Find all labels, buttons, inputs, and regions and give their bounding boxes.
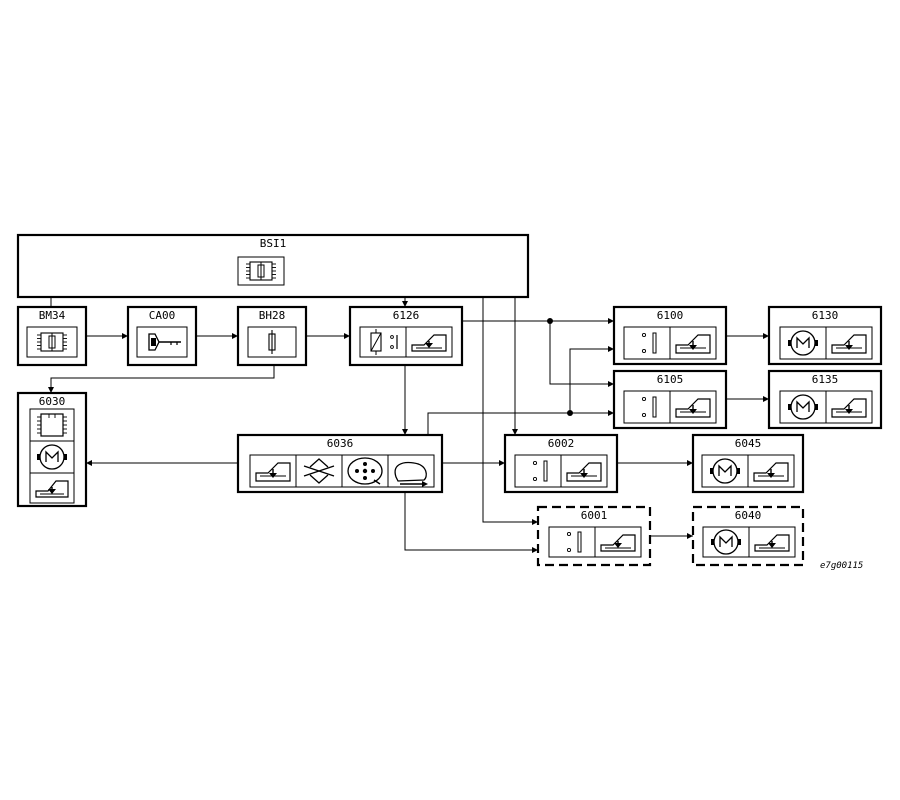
module-bsi1: BSI1 xyxy=(16,233,530,299)
fuse-icon xyxy=(247,326,297,358)
module-6036: 6036 xyxy=(236,433,444,494)
module-frame xyxy=(691,505,805,567)
window-actuator-icon xyxy=(669,326,717,360)
window-actuator-icon xyxy=(405,326,453,358)
wire-bsi1-to-m6001 xyxy=(482,297,538,525)
module-label: 6045 xyxy=(735,437,762,450)
window-actuator-icon xyxy=(669,390,717,424)
wire-m6036-to-m6001 xyxy=(404,492,538,553)
module-6130: 6130 xyxy=(767,305,883,366)
module-ca00: CA00 xyxy=(126,305,198,367)
module-6100: 6100 xyxy=(612,305,728,366)
module-frame xyxy=(16,233,530,299)
window-actuator-icon xyxy=(747,454,795,488)
window-actuator-icon xyxy=(29,472,75,504)
module-label: 6126 xyxy=(393,309,420,322)
module-6135: 6135 xyxy=(767,369,883,430)
module-label: BM34 xyxy=(39,309,66,322)
module-6040: 6040 xyxy=(691,505,805,567)
wire-bh28-to-m6030 xyxy=(48,365,275,393)
module-label: 6001 xyxy=(581,509,608,522)
wire-m6126-to-m6100 xyxy=(462,318,614,324)
module-label: BSI1 xyxy=(260,237,287,250)
module-label: 6002 xyxy=(548,437,575,450)
module-bm34: BM34 xyxy=(16,305,88,367)
module-6030: 6030 xyxy=(16,391,88,508)
module-label: 6105 xyxy=(657,373,684,386)
module-frame xyxy=(236,433,444,494)
module-6002: 6002 xyxy=(503,433,619,494)
window-actuator-icon xyxy=(825,390,873,424)
ignition-key-icon xyxy=(136,326,188,358)
window-actuator-icon xyxy=(594,526,642,558)
module-label: 6135 xyxy=(812,373,839,386)
module-label: 6130 xyxy=(812,309,839,322)
module-label: 6040 xyxy=(735,509,762,522)
reference-code: e7g00115 xyxy=(820,561,863,571)
module-6001: 6001 xyxy=(536,505,652,567)
module-label: 6030 xyxy=(39,395,66,408)
mirror-icon xyxy=(387,454,435,488)
module-label: 6036 xyxy=(327,437,354,450)
module-6105: 6105 xyxy=(612,369,728,430)
module-6045: 6045 xyxy=(691,433,805,494)
window-actuator-icon xyxy=(560,454,608,488)
module-label: BH28 xyxy=(259,309,286,322)
connections-layer xyxy=(48,290,769,553)
window-actuator-icon xyxy=(748,526,796,558)
wire-m6126-to-m6105 xyxy=(549,321,614,387)
module-label: 6100 xyxy=(657,309,684,322)
window-actuator-icon xyxy=(825,326,873,360)
fuse-chip-icon xyxy=(237,256,285,286)
module-frame xyxy=(16,305,88,367)
module-6126: 6126 xyxy=(348,305,464,367)
module-bh28: BH28 xyxy=(236,305,308,367)
module-label: CA00 xyxy=(149,309,176,322)
fuse-chip-icon xyxy=(26,326,78,358)
module-frame xyxy=(536,505,652,567)
motor-icon xyxy=(779,326,827,360)
module-frame xyxy=(126,305,198,367)
